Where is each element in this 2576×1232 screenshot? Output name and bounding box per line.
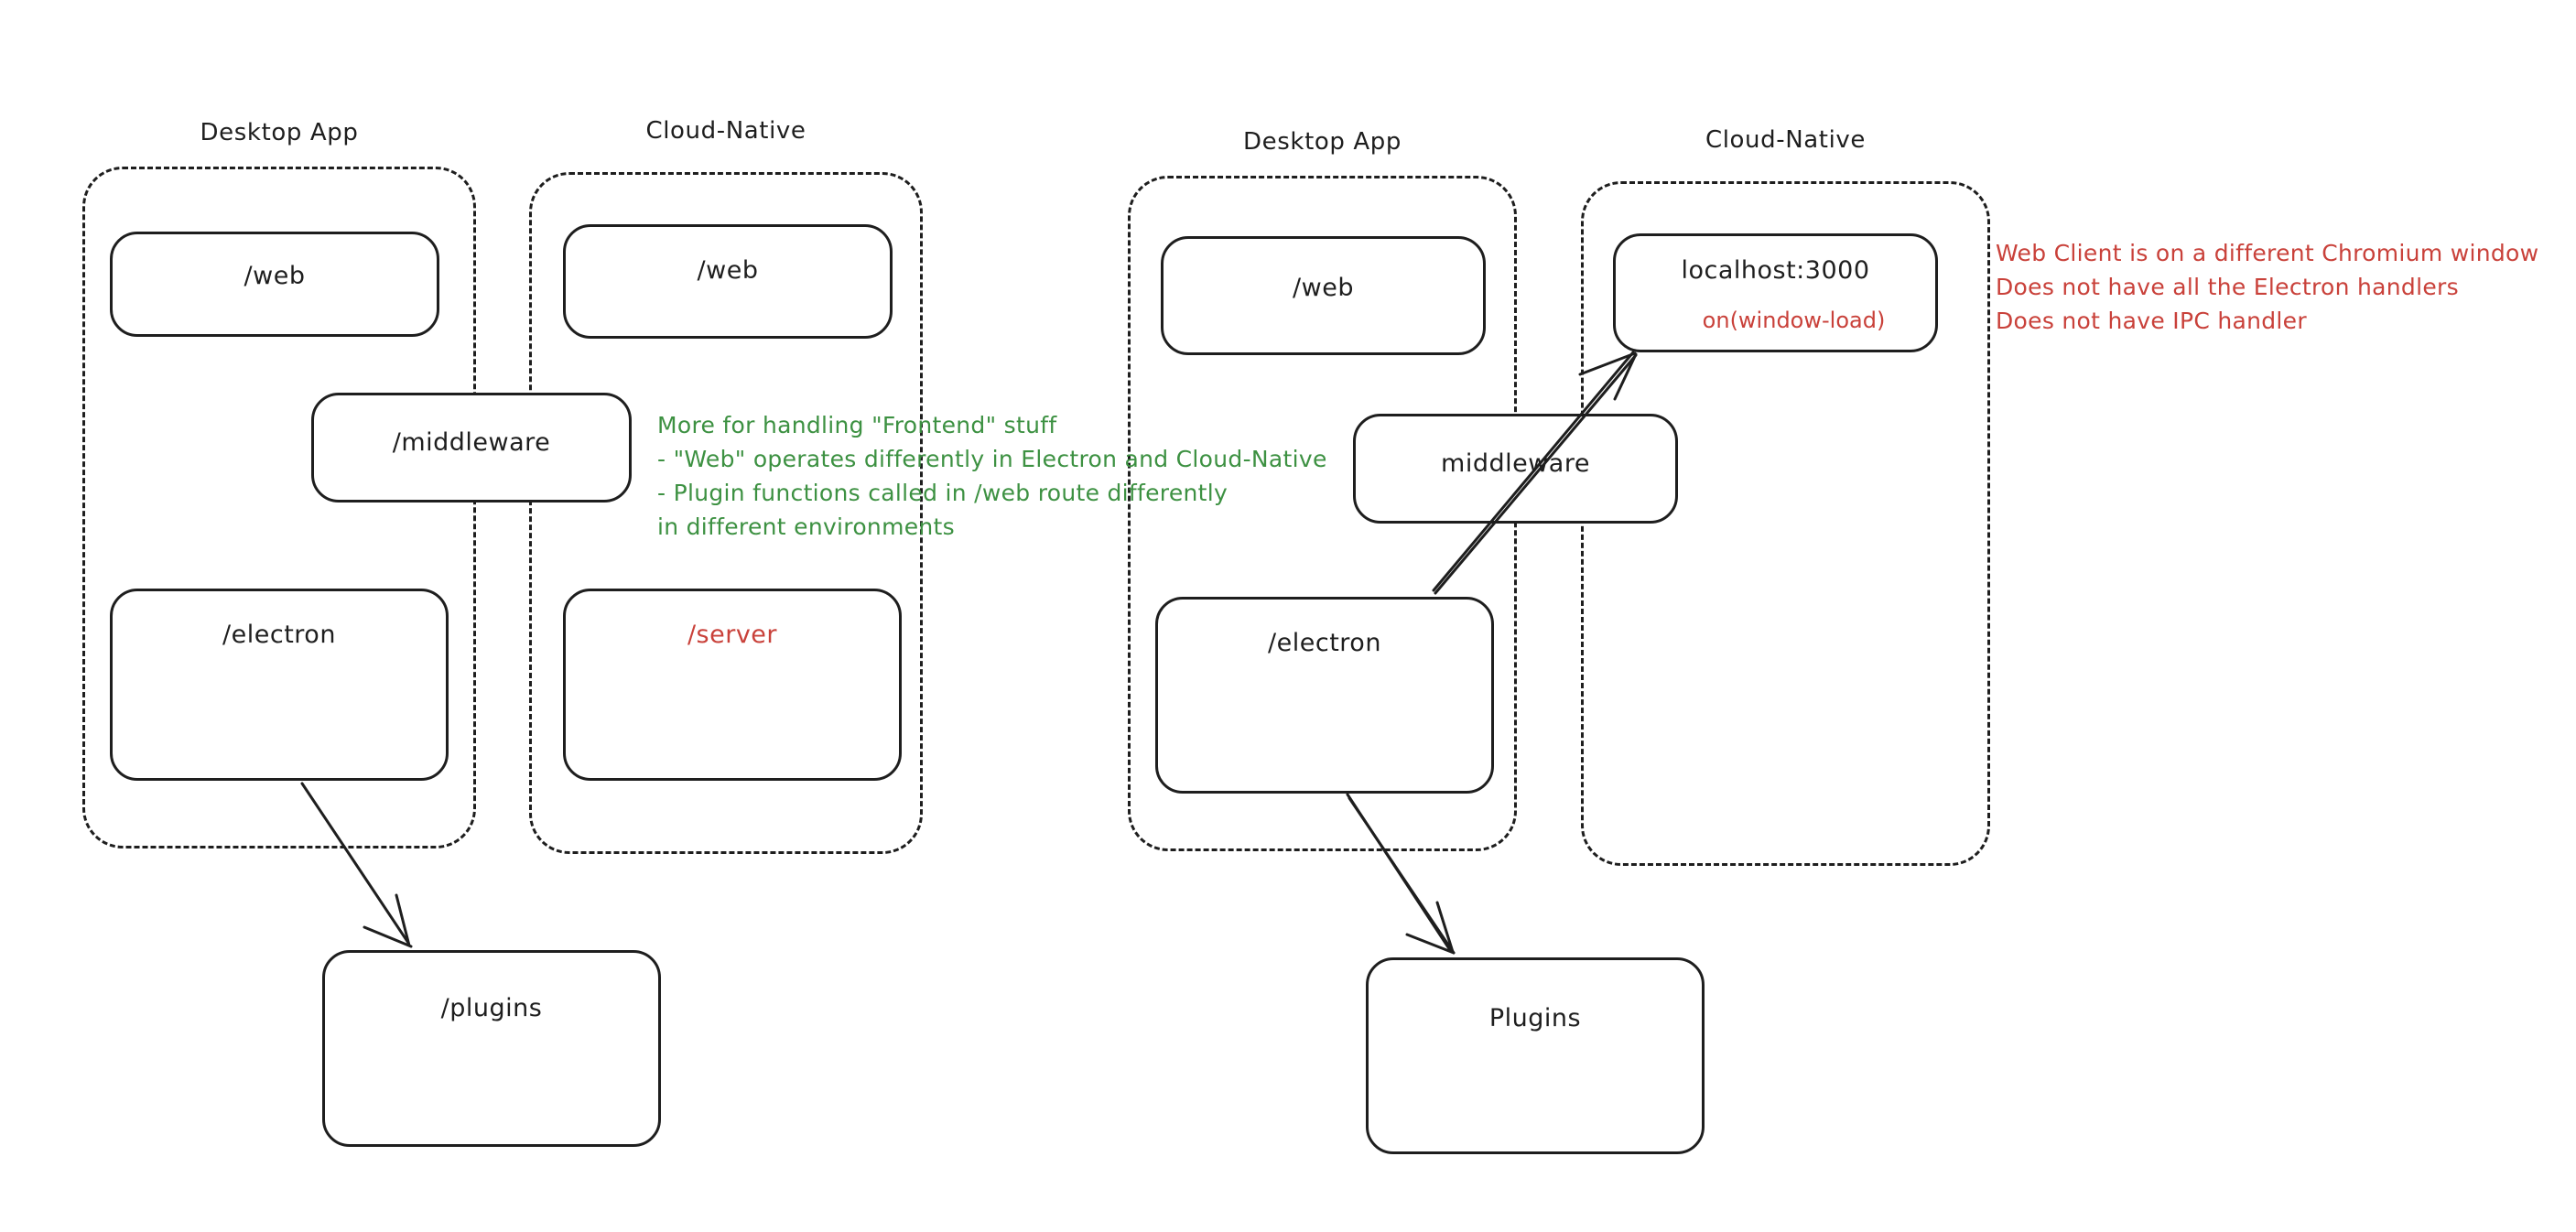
group-label-desktop-app-left: Desktop App (200, 119, 359, 146)
box-label-web-desktop-right: /web (1293, 274, 1354, 302)
box-sublabel-on-window-load: on(window-load) (1702, 308, 1886, 333)
group-label-cloud-native-left: Cloud-Native (645, 117, 806, 145)
box-plugins-right[interactable]: Plugins (1366, 957, 1705, 1154)
annotation-green-note: More for handling "Frontend" stuff - "We… (657, 412, 1327, 540)
box-middleware-left[interactable]: /middleware (311, 393, 632, 503)
box-label-plugins-left: /plugins (440, 994, 543, 1022)
box-label-electron-right: /electron (1268, 629, 1381, 657)
group-desktop-app-left[interactable] (82, 167, 476, 848)
group-cloud-native-left[interactable] (529, 172, 923, 854)
box-label-localhost-3000: localhost:3000 (1681, 256, 1870, 285)
box-electron-right[interactable]: /electron (1155, 597, 1494, 794)
box-plugins-left[interactable]: /plugins (322, 950, 661, 1147)
box-label-web-desktop-left: /web (244, 262, 306, 290)
box-web-desktop-right[interactable]: /web (1161, 236, 1486, 355)
box-label-electron-left: /electron (222, 621, 336, 649)
box-label-middleware-right: middleware (1441, 449, 1590, 478)
group-label-desktop-app-right: Desktop App (1243, 128, 1402, 156)
box-label-plugins-right: Plugins (1488, 1004, 1582, 1032)
annotation-red-note: Web Client is on a different Chromium wi… (1996, 240, 2539, 334)
box-web-desktop-left[interactable]: /web (110, 232, 439, 337)
box-web-cloud-left[interactable]: /web (563, 224, 893, 339)
box-label-middleware-left: /middleware (392, 428, 551, 457)
group-label-cloud-native-right: Cloud-Native (1705, 126, 1867, 154)
box-middleware-right[interactable]: middleware (1353, 414, 1678, 524)
box-localhost-3000[interactable]: localhost:3000 on(window-load) (1613, 233, 1938, 352)
box-label-web-cloud-left: /web (697, 256, 759, 285)
box-label-server-left: /server (687, 621, 778, 649)
box-electron-left[interactable]: /electron (110, 589, 449, 781)
box-server-left[interactable]: /server (563, 589, 902, 781)
